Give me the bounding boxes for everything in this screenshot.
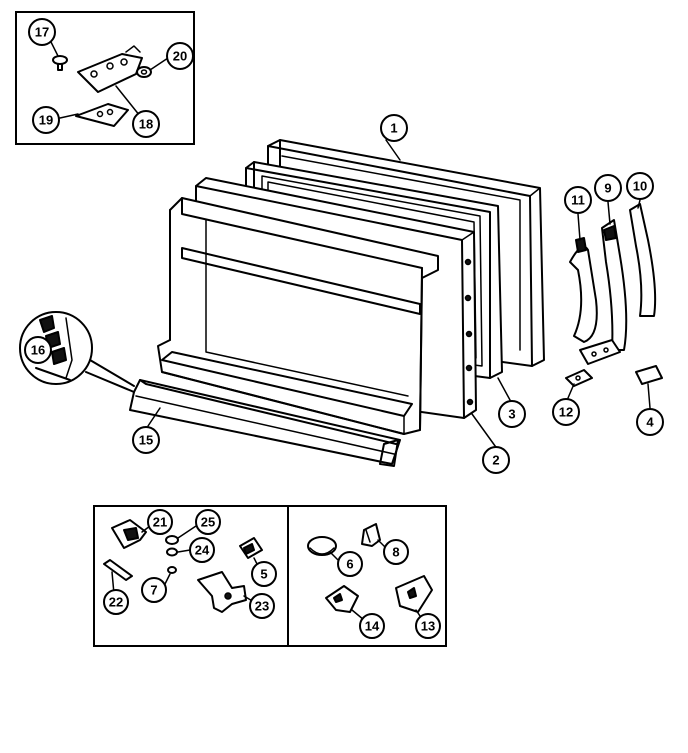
callout-11: 11: [564, 186, 592, 214]
latch-part: [197, 571, 247, 613]
hinge-shim: [75, 103, 129, 127]
callout-17-label: 17: [35, 25, 49, 40]
callout-10: 10: [626, 172, 654, 200]
callout-25: 25: [195, 509, 221, 535]
handle-strap-right: [629, 203, 657, 317]
callout-6: 6: [337, 551, 363, 577]
callout-14: 14: [359, 613, 385, 639]
callout-16: 16: [24, 336, 52, 364]
callout-3-label: 3: [508, 407, 515, 422]
rod-part: [103, 559, 133, 581]
callout-4: 4: [636, 408, 664, 436]
callout-6-label: 6: [346, 557, 353, 572]
callout-23: 23: [249, 593, 275, 619]
callout-8: 8: [383, 539, 409, 565]
hardware-inset-right: [287, 505, 447, 647]
callout-19-label: 19: [39, 113, 53, 128]
callout-7-label: 7: [150, 583, 157, 598]
hinge-inset: [15, 11, 195, 145]
callout-12: 12: [552, 398, 580, 426]
callout-14-label: 14: [365, 619, 380, 634]
callout-2: 2: [482, 446, 510, 474]
callout-8-label: 8: [392, 545, 399, 560]
washer-24: [166, 547, 178, 557]
knob-part: [307, 536, 337, 556]
door-shelf-bar: [129, 379, 401, 467]
callout-22: 22: [103, 589, 129, 615]
callout-3: 3: [498, 400, 526, 428]
callout-1: 1: [380, 114, 408, 142]
callout-11-label: 11: [571, 193, 585, 208]
callout-20: 20: [166, 42, 194, 70]
callout-1-label: 1: [390, 121, 397, 136]
handle-strap-left: [569, 237, 598, 343]
leader-10: [637, 199, 641, 209]
callout-9-label: 9: [604, 181, 611, 196]
hinge-washer: [136, 66, 152, 78]
callout-25-label: 25: [201, 515, 215, 530]
callout-24-label: 24: [195, 543, 210, 558]
callout-22-label: 22: [109, 595, 123, 610]
leader-11: [577, 213, 581, 241]
hinge-plate: [77, 45, 143, 93]
callout-7: 7: [141, 577, 167, 603]
callout-21: 21: [147, 509, 173, 535]
leader-2: [471, 413, 499, 451]
callout-19: 19: [32, 106, 60, 134]
callout-4-label: 4: [646, 415, 654, 430]
trim-piece: [635, 365, 663, 385]
hinge-screw: [52, 55, 68, 71]
leader-4: [647, 383, 651, 409]
hardware-inset-right-frame: [287, 505, 447, 647]
callout-9: 9: [594, 174, 622, 202]
callout-13: 13: [415, 613, 441, 639]
callout-5-label: 5: [260, 567, 267, 582]
leader-12: [567, 383, 575, 399]
leader-1: [385, 139, 401, 161]
leader-15: [147, 407, 161, 427]
callout-15-label: 15: [139, 433, 153, 448]
callout-24: 24: [189, 537, 215, 563]
callout-23-label: 23: [255, 599, 269, 614]
callout-13-label: 13: [421, 619, 435, 634]
leader-9: [607, 201, 611, 225]
callout-18-label: 18: [139, 117, 153, 132]
handle-strap-middle: [601, 219, 628, 351]
hardware-inset-left: [93, 505, 289, 647]
callout-5: 5: [251, 561, 277, 587]
callout-16-label: 16: [31, 343, 45, 358]
callout-12-label: 12: [559, 405, 573, 420]
washer-7: [167, 566, 177, 574]
hinge-inset-frame: [15, 11, 195, 145]
handle-bracket: [565, 339, 621, 387]
callout-18: 18: [132, 110, 160, 138]
callout-15: 15: [132, 426, 160, 454]
leader-3: [497, 377, 511, 401]
callout-17: 17: [28, 18, 56, 46]
washer-25: [165, 535, 179, 545]
callout-2-label: 2: [492, 453, 499, 468]
door-inner-shelf-liner: [157, 197, 439, 435]
plug-part: [361, 523, 381, 547]
callout-10-label: 10: [633, 179, 647, 194]
callout-20-label: 20: [173, 49, 187, 64]
callout-21-label: 21: [153, 515, 167, 530]
